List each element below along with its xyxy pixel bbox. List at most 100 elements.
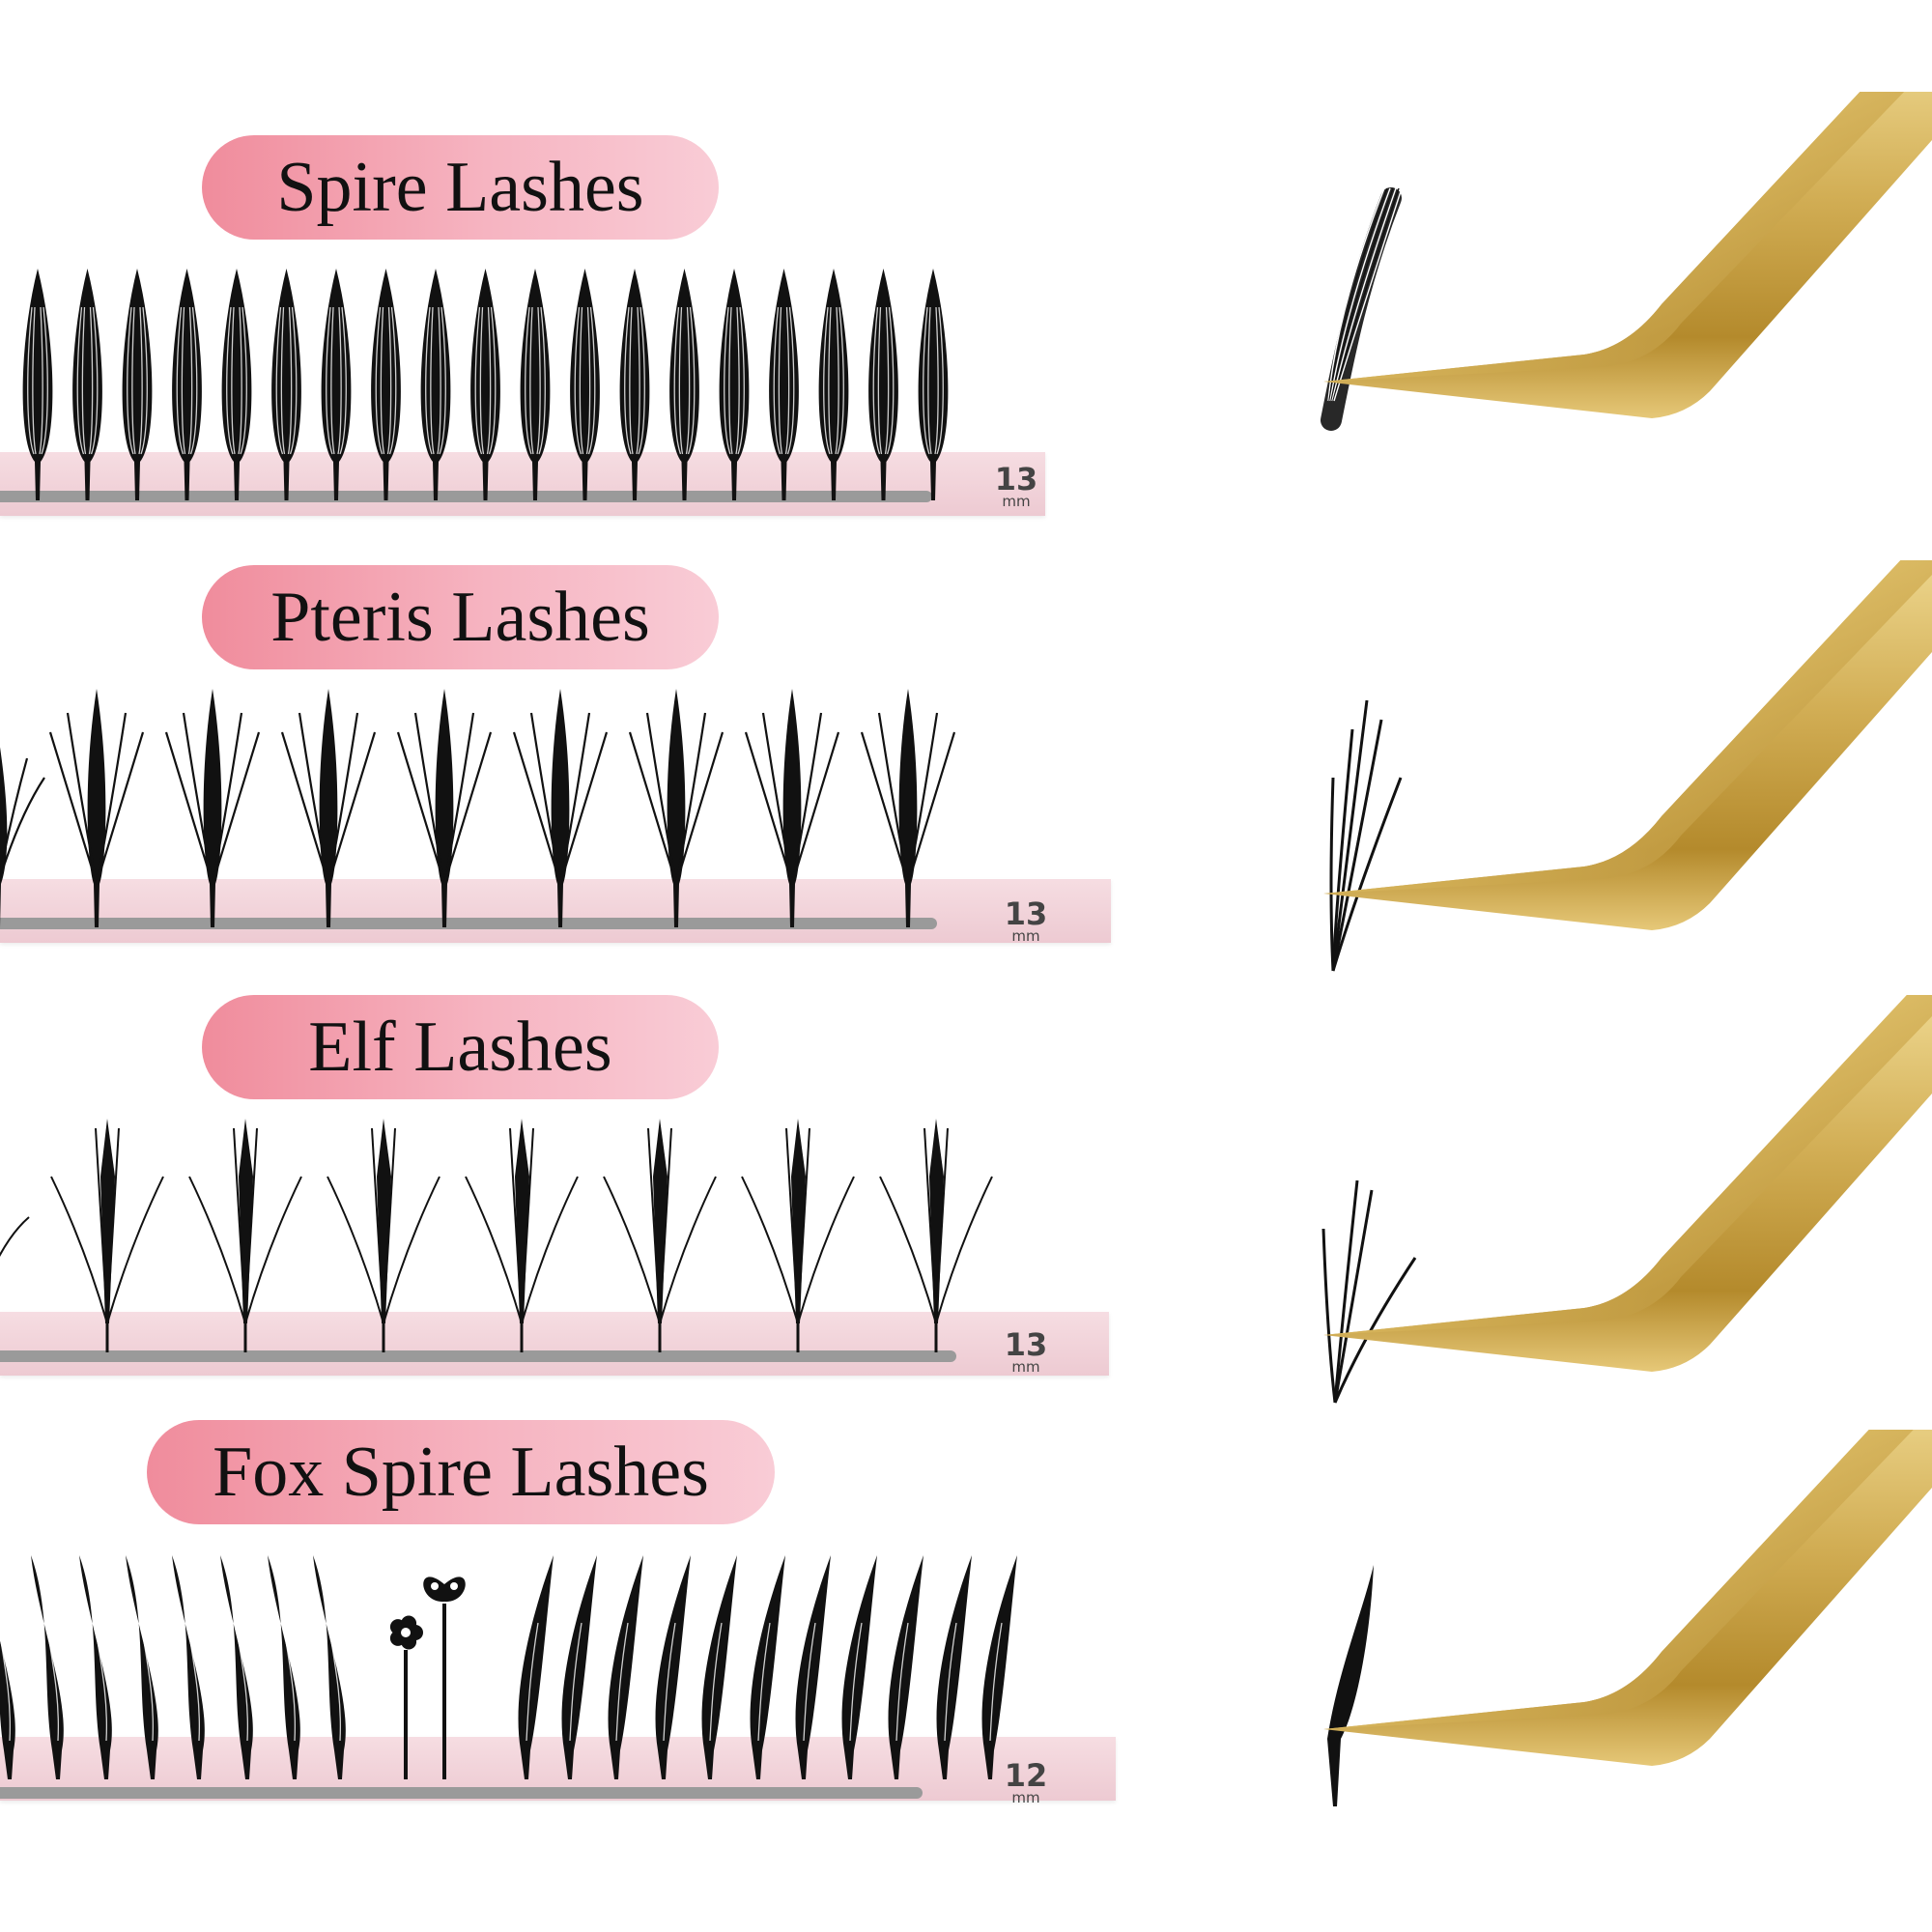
length-value: 13 xyxy=(1004,1326,1048,1363)
lash-fiber xyxy=(879,1176,937,1324)
lash-highlight xyxy=(638,306,645,455)
lash-highlight xyxy=(673,306,682,455)
lash-fiber xyxy=(298,712,330,885)
lash-highlight xyxy=(430,306,435,455)
lash-highlight xyxy=(923,306,930,455)
lash-highlight xyxy=(803,1622,816,1742)
lash-highlight xyxy=(386,306,392,455)
lash-fiber xyxy=(327,1176,384,1324)
lash-fiber xyxy=(211,712,243,885)
lash-highlight xyxy=(486,306,492,455)
lash-fiber xyxy=(442,712,475,885)
lash-highlight xyxy=(425,306,433,455)
lash-cluster xyxy=(31,1555,64,1779)
section-fox-spire: Fox Spire Lashes 12 mm xyxy=(0,0,1932,1806)
lash-highlight xyxy=(488,306,497,455)
lash-highlight xyxy=(529,306,534,455)
lash-highlight xyxy=(235,1622,249,1742)
lash-highlight xyxy=(709,1622,723,1742)
lash-highlight xyxy=(0,1631,12,1742)
lash-fiber xyxy=(860,731,910,885)
tweezer-body xyxy=(1323,560,1932,930)
lash-highlight xyxy=(757,1622,771,1742)
lash-highlight xyxy=(289,306,298,455)
lash-highlight xyxy=(186,1622,201,1742)
lash-highlight xyxy=(32,306,37,455)
lash-strip: 13 mm xyxy=(0,452,1045,516)
lash-cluster xyxy=(126,1555,158,1779)
lash-highlight xyxy=(778,306,783,455)
length-label: 13 mm xyxy=(995,898,1057,945)
lash-fiber xyxy=(744,731,794,885)
lash-fiber xyxy=(244,1127,258,1324)
held-lash-fiber xyxy=(1333,1179,1359,1404)
lash-highlight xyxy=(181,306,186,455)
lash-highlight xyxy=(615,1622,629,1742)
section-title: Elf Lashes xyxy=(308,1008,612,1087)
tweezers-icon xyxy=(1321,995,1932,1404)
lash-highlight xyxy=(525,306,532,455)
lash-highlight xyxy=(140,306,148,455)
lash-highlight xyxy=(226,306,234,455)
lash-cluster xyxy=(268,1555,300,1779)
length-unit: mm xyxy=(1011,927,1040,945)
lash-fiber xyxy=(106,1127,120,1324)
lash-highlight xyxy=(536,306,541,455)
held-lash-fiber xyxy=(1331,719,1383,972)
lash-highlight xyxy=(687,306,696,455)
lash-highlight xyxy=(927,306,932,455)
lash-highlight xyxy=(27,306,35,455)
lash-fiber xyxy=(647,1127,661,1324)
lash-strip: 12 mm xyxy=(0,1737,1116,1805)
lash-highlight xyxy=(127,306,134,455)
lash-highlight xyxy=(176,306,185,455)
lash-cluster xyxy=(313,1555,346,1779)
lash-fiber xyxy=(66,712,99,885)
lash-highlight xyxy=(45,1622,60,1742)
lash-highlight xyxy=(439,306,446,455)
lash-fiber xyxy=(50,1176,108,1324)
tweezer-highlight xyxy=(1323,92,1905,382)
strip-groove xyxy=(0,1350,956,1362)
lash-highlight xyxy=(636,306,640,455)
held-lash-fiber xyxy=(1327,187,1385,402)
lash-cluster xyxy=(561,1555,597,1779)
lash-highlight xyxy=(849,1622,863,1742)
lash-highlight xyxy=(574,306,582,455)
held-lash-fiber xyxy=(1331,777,1403,972)
lash-highlight xyxy=(187,306,193,455)
lash-fiber xyxy=(558,712,591,885)
section-title: Pteris Lashes xyxy=(270,578,650,657)
lash-highlight xyxy=(735,306,740,455)
lash-fiber xyxy=(0,757,29,880)
held-lash-fiber xyxy=(1330,187,1394,402)
tweezer-highlight xyxy=(1323,560,1932,894)
strip-groove xyxy=(0,491,932,502)
lash-highlight xyxy=(587,306,596,455)
flower-petal xyxy=(401,1615,417,1632)
lash-highlight xyxy=(131,306,136,455)
lash-cluster xyxy=(79,1555,112,1779)
held-lash-fiber xyxy=(1328,187,1388,402)
lash-cluster xyxy=(795,1555,831,1779)
lash-highlight xyxy=(189,306,198,455)
held-lash-fiber xyxy=(1333,1189,1374,1404)
held-lash-fiber xyxy=(1331,699,1369,972)
lash-highlight xyxy=(835,306,839,455)
lash-highlight xyxy=(724,306,731,455)
lash-highlight xyxy=(837,306,844,455)
lash-highlight xyxy=(823,306,831,455)
lash-fiber xyxy=(164,731,214,885)
lash-fiber xyxy=(761,712,794,885)
length-label: 13 mm xyxy=(987,464,1045,509)
lash-highlight xyxy=(895,1622,909,1742)
lash-highlight xyxy=(728,306,733,455)
lash-highlight xyxy=(39,306,43,455)
lash-fiber xyxy=(188,1176,246,1324)
lash-fiber xyxy=(396,731,446,885)
lash-fiber xyxy=(327,731,377,885)
lash-highlight xyxy=(240,306,247,455)
section-spire: Spire Lashes 13 mm xyxy=(0,0,1932,516)
lash-cluster xyxy=(608,1555,643,1779)
lash-highlight xyxy=(140,1622,155,1742)
